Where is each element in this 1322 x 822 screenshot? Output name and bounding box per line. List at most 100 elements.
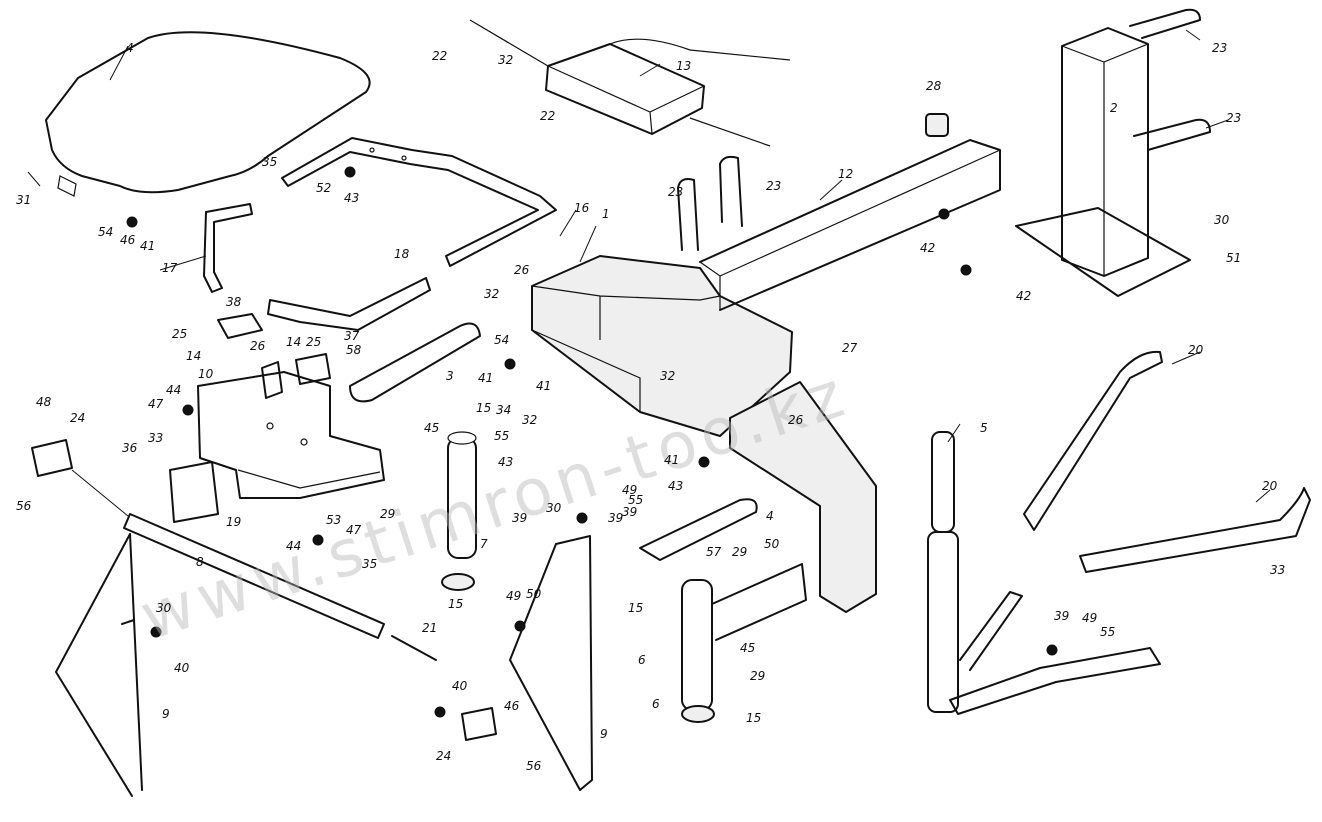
callout-38: 38: [226, 295, 242, 309]
callout-47: 47: [148, 397, 164, 411]
callout-31: 31: [16, 193, 31, 207]
callout-23: 23: [766, 179, 781, 193]
callout-41: 41: [478, 371, 493, 385]
callout-41: 41: [664, 453, 679, 467]
bracket-17: [203, 203, 253, 293]
callout-4: 4: [766, 509, 774, 523]
callout-24: 24: [436, 749, 451, 763]
seat-pan: [45, 31, 371, 197]
tube-6: [681, 563, 807, 723]
beam-12: [699, 139, 1001, 311]
callout-9: 9: [162, 707, 170, 721]
callout-37: 37: [344, 329, 360, 343]
callout-26: 26: [788, 413, 804, 427]
callout-49: 49: [1082, 611, 1097, 625]
callout-58: 58: [346, 343, 362, 357]
callout-56: 56: [526, 759, 542, 773]
base-bracket-10: [197, 371, 385, 499]
callout-9: 9: [600, 727, 608, 741]
callout-13: 13: [676, 59, 691, 73]
frame-9-center: [509, 535, 593, 791]
callout-25: 25: [172, 327, 187, 341]
callout-33: 33: [148, 431, 163, 445]
shaft-8: [71, 469, 385, 639]
arm-3: [349, 322, 481, 403]
seat-frame: [281, 137, 557, 267]
callout-45: 45: [424, 421, 439, 435]
callout-40: 40: [174, 661, 190, 675]
callout-39: 39: [622, 505, 637, 519]
u-bolt-23-c: [677, 178, 699, 251]
callout-39: 39: [1054, 609, 1069, 623]
clamp-24: [31, 439, 73, 477]
tube-7: [441, 431, 477, 591]
callout-7: 7: [480, 537, 488, 551]
callout-44: 44: [286, 539, 301, 553]
callout-49: 49: [622, 483, 637, 497]
callout-20: 20: [1262, 479, 1278, 493]
callout-14: 14: [286, 335, 301, 349]
callout-41: 41: [140, 239, 155, 253]
bushing-19: [169, 461, 219, 523]
mount-block: [729, 381, 877, 613]
callout-3: 3: [446, 369, 454, 383]
callout-32: 32: [522, 413, 537, 427]
callout-6: 6: [652, 697, 660, 711]
callout-57: 57: [706, 545, 722, 559]
callout-1: 1: [602, 207, 610, 221]
u-bolt-23-d: [719, 155, 743, 227]
callout-15: 15: [448, 597, 463, 611]
callout-46: 46: [120, 233, 136, 247]
callout-32: 32: [498, 53, 513, 67]
u-bolt-23-a: [1129, 8, 1201, 39]
bar-20-upper: [1023, 350, 1163, 531]
callout-43: 43: [344, 191, 359, 205]
callout-52: 52: [316, 181, 331, 195]
callout-42: 42: [1016, 289, 1031, 303]
callout-26: 26: [514, 263, 530, 277]
callout-43: 43: [498, 455, 513, 469]
callout-30: 30: [546, 501, 562, 515]
callout-55: 55: [1100, 625, 1115, 639]
arm-4-right: [639, 498, 758, 561]
callout-8: 8: [196, 555, 204, 569]
bracket-25-37: [295, 353, 331, 385]
callout-49: 49: [506, 589, 521, 603]
callout-22: 22: [432, 49, 447, 63]
fasteners: [126, 166, 1058, 718]
callout-44: 44: [166, 383, 181, 397]
callout-32: 32: [660, 369, 675, 383]
control-box-13: [469, 19, 791, 147]
callout-39: 39: [512, 511, 527, 525]
callout-21: 21: [422, 621, 437, 635]
callout-55: 55: [628, 493, 643, 507]
callout-25: 25: [306, 335, 321, 349]
callout-26: 26: [250, 339, 266, 353]
pin-21: [391, 635, 437, 661]
plate-38: [217, 313, 263, 339]
callout-2: 2: [1110, 101, 1118, 115]
bracket-14: [261, 361, 283, 399]
callout-54: 54: [98, 225, 113, 239]
callout-27: 27: [842, 341, 858, 355]
callout-55: 55: [494, 429, 509, 443]
callout-23: 23: [668, 185, 683, 199]
callout-29: 29: [732, 545, 747, 559]
callout-54: 54: [494, 333, 509, 347]
callout-35: 35: [262, 155, 277, 169]
support-bracket: [949, 591, 1161, 715]
cap-28: [925, 113, 949, 137]
callout-50: 50: [764, 537, 780, 551]
callout-15: 15: [476, 401, 491, 415]
callout-23: 23: [1226, 111, 1241, 125]
callout-35: 35: [362, 557, 377, 571]
clamp-24-lower: [461, 707, 497, 741]
watermark: www.stimron-too.kz: [132, 356, 858, 655]
seat-rail-18: [267, 277, 431, 331]
frame-9-left: [55, 533, 143, 797]
callout-45: 45: [740, 641, 755, 655]
callout-41: 41: [536, 379, 551, 393]
callout-32: 32: [484, 287, 499, 301]
